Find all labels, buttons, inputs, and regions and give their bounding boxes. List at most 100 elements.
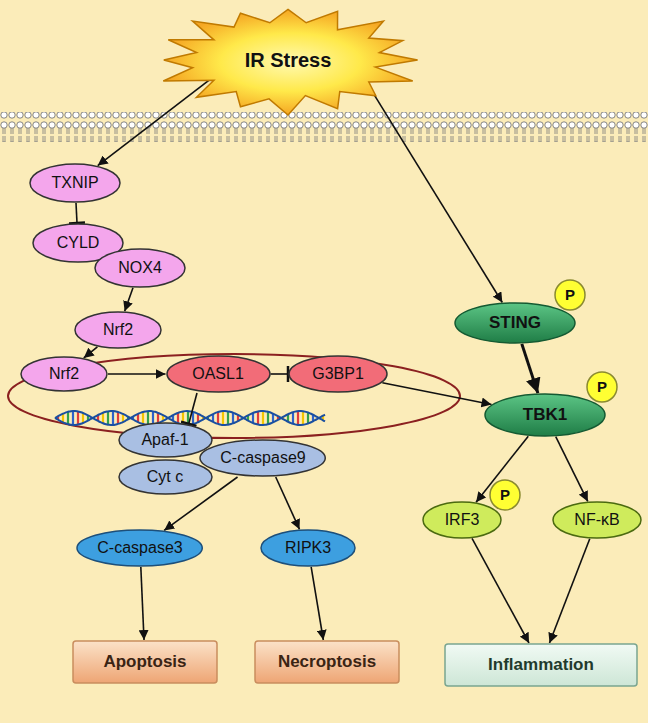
node-label: G3BP1 xyxy=(312,365,364,383)
protein-node: Nrf2 xyxy=(74,311,162,349)
node-label: NF-κB xyxy=(574,511,619,529)
node-outline xyxy=(490,480,520,510)
protein-node: IRF3P xyxy=(422,501,502,539)
activation-arrow xyxy=(108,373,166,375)
node-outline xyxy=(119,460,212,494)
node-outline xyxy=(167,356,270,392)
node-label: P xyxy=(565,286,575,303)
node-outline xyxy=(119,423,212,457)
node-label: Necroptosis xyxy=(278,652,376,672)
dna-rung xyxy=(117,412,119,424)
dna-rung xyxy=(147,411,149,425)
node-label: C-caspase3 xyxy=(97,539,182,557)
dna-rung xyxy=(72,411,74,425)
protein-node: STINGP xyxy=(454,302,576,344)
inhibition-connector xyxy=(189,393,197,424)
dna-rung xyxy=(107,411,109,424)
dna-rung xyxy=(267,412,269,424)
protein-node: RIPK3 xyxy=(260,529,356,567)
node-outline xyxy=(261,530,355,566)
dna-rung xyxy=(252,413,254,423)
node-label: Inflammation xyxy=(488,655,594,675)
node-label: CYLD xyxy=(57,234,100,252)
protein-node: C-caspase3 xyxy=(76,529,203,567)
node-label: IRF3 xyxy=(445,511,480,529)
protein-node: G3BP1 xyxy=(288,355,388,393)
protein-node: OASL1 xyxy=(166,355,271,393)
dna-rung xyxy=(257,411,259,424)
node-label: Apaf-1 xyxy=(141,431,188,449)
protein-node: Cyt c xyxy=(118,459,213,495)
node-label: TBK1 xyxy=(523,405,567,425)
node-label: C-caspase9 xyxy=(220,449,305,467)
protein-node: NOX4 xyxy=(94,248,186,288)
node-outline xyxy=(163,9,417,115)
dna-rung xyxy=(232,413,234,424)
dna-rung xyxy=(302,411,304,425)
phospho-badge: P xyxy=(489,479,521,511)
stress-burst: IR Stress xyxy=(153,5,423,115)
node-label: Apoptosis xyxy=(103,652,186,672)
dna-rung xyxy=(307,412,309,423)
dna-rung xyxy=(112,411,114,425)
outcome-box: Necroptosis xyxy=(254,640,400,684)
dna-rung xyxy=(262,411,264,425)
dna-rung xyxy=(142,412,144,424)
node-label: OASL1 xyxy=(192,365,244,383)
node-outline xyxy=(555,280,585,310)
outcome-box: Inflammation xyxy=(444,643,638,687)
node-outline xyxy=(423,502,501,538)
node-outline xyxy=(587,372,617,402)
activation-arrow xyxy=(98,78,213,166)
protein-node: TBK1P xyxy=(484,393,606,437)
protein-node: NF-κB xyxy=(552,501,642,539)
node-outline xyxy=(77,530,202,566)
node-outline xyxy=(21,357,107,391)
dna-rung xyxy=(77,411,79,424)
dna-rung xyxy=(67,412,69,424)
node-label: P xyxy=(500,486,510,503)
dna-rung xyxy=(177,413,179,423)
activation-arrow xyxy=(125,288,133,311)
protein-node: Apaf-1 xyxy=(118,422,213,458)
dna-rung xyxy=(222,411,224,425)
dna-rung xyxy=(157,413,159,423)
node-label: NOX4 xyxy=(118,259,162,277)
node-outline xyxy=(200,440,325,476)
protein-node: C-caspase9 xyxy=(199,439,326,477)
activation-arrow xyxy=(276,477,300,529)
cell-membrane xyxy=(0,112,648,142)
node-label: P xyxy=(597,378,607,395)
node-outline xyxy=(75,312,161,348)
activation-arrow xyxy=(472,538,529,643)
node-label: TXNIP xyxy=(51,174,98,192)
node-label: Cyt c xyxy=(147,468,183,486)
protein-node: Nrf2 xyxy=(20,356,108,392)
activation-arrow xyxy=(382,383,491,405)
activation-arrow xyxy=(141,567,144,640)
node-outline xyxy=(445,644,637,686)
node-outline xyxy=(73,641,217,683)
node-label: Nrf2 xyxy=(103,321,133,339)
dna-rung xyxy=(292,412,294,424)
dna-rung xyxy=(82,413,84,423)
node-outline xyxy=(289,356,387,392)
node-outline xyxy=(485,394,605,436)
node-label: IR Stress xyxy=(245,49,332,72)
dna-rung xyxy=(182,411,184,424)
activation-arrow xyxy=(556,437,588,502)
activation-arrow xyxy=(364,78,503,303)
outcome-box: Apoptosis xyxy=(72,640,218,684)
node-outline xyxy=(255,641,399,683)
dna-rung xyxy=(152,411,154,424)
phospho-badge: P xyxy=(554,279,586,311)
node-label: STING xyxy=(489,313,541,333)
activation-arrow xyxy=(549,539,589,643)
inhibition-connector xyxy=(76,203,77,223)
activation-arrow xyxy=(311,567,323,640)
dna-rung xyxy=(102,413,104,424)
node-outline xyxy=(553,502,641,538)
activation-arrow xyxy=(84,347,98,358)
node-label: Nrf2 xyxy=(49,365,79,383)
inhibition-connector xyxy=(271,373,289,375)
